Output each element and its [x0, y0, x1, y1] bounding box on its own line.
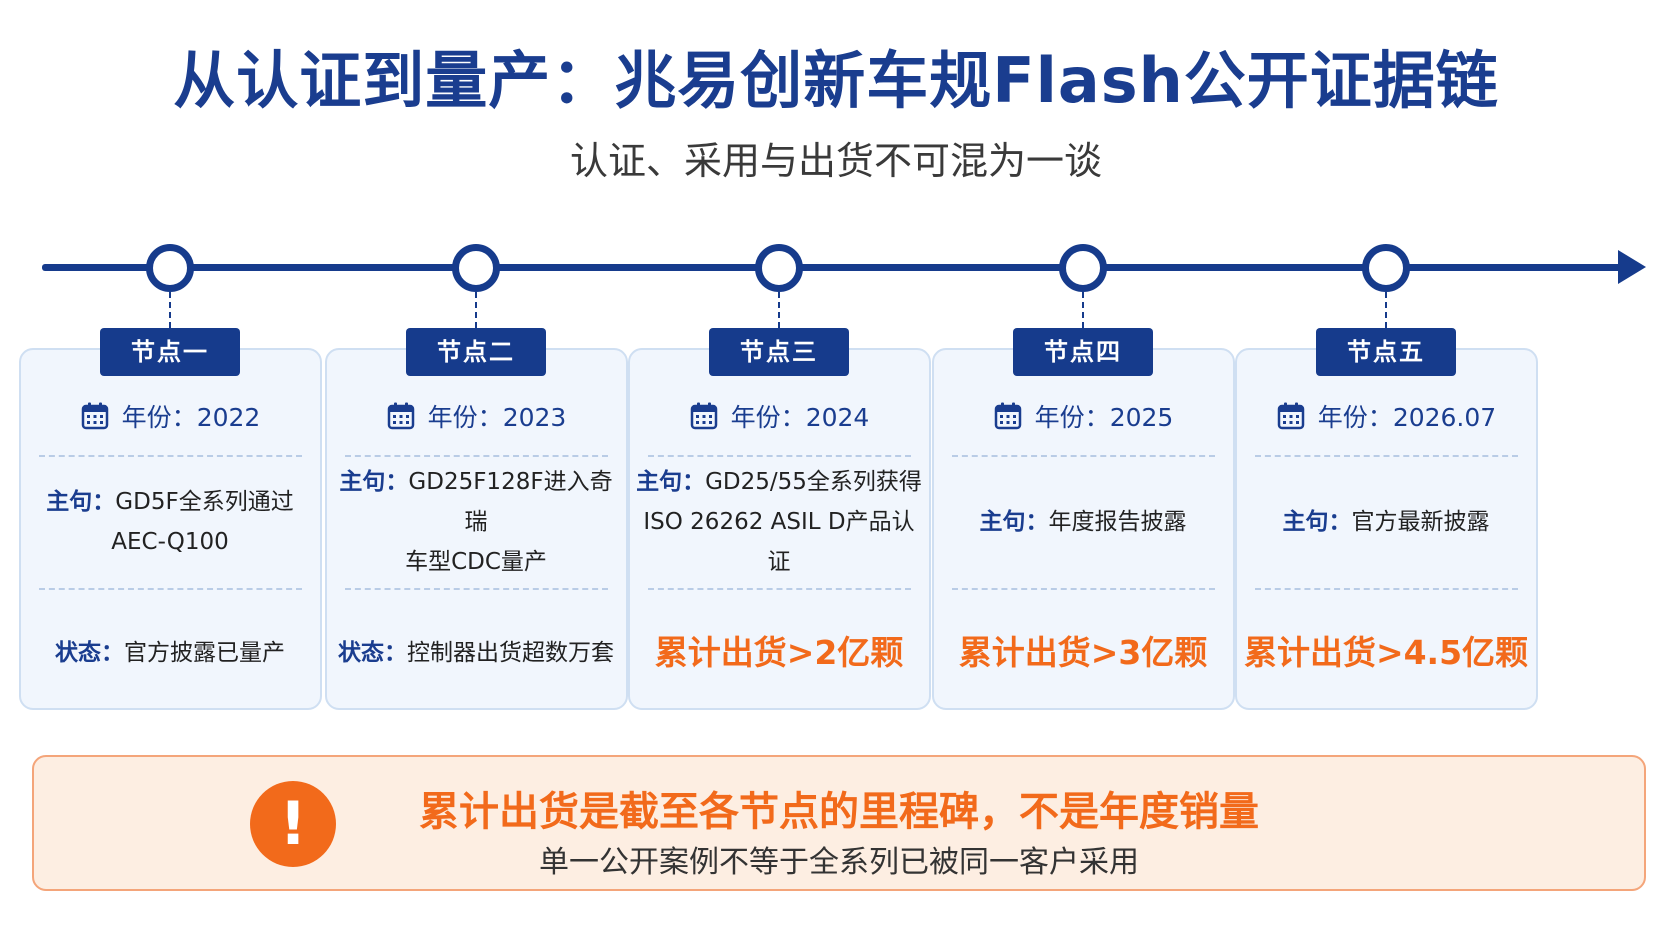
status-row: 累计出货>4.5亿颗 [1243, 594, 1530, 706]
year-label: 年份： [1317, 403, 1393, 432]
main-line1: GD5F全系列通过AEC-Q100 [111, 489, 294, 555]
year-value: 2025 [1109, 403, 1174, 432]
calendar-icon [386, 401, 416, 431]
main-statement: 主句：GD5F全系列通过AEC-Q100 [27, 462, 314, 582]
year-label: 年份： [427, 403, 503, 432]
calendar-icon [689, 401, 719, 431]
page-subtitle: 认证、采用与出货不可混为一谈 [569, 139, 1102, 183]
milestone-badge: 节点一 [100, 328, 240, 376]
year-row: 年份：2026.07 [1237, 398, 1536, 434]
timeline-node-icon [146, 244, 194, 292]
timeline-node-icon [452, 244, 500, 292]
timeline-arrow-icon [1618, 250, 1646, 284]
divider [647, 588, 911, 590]
year-label: 年份： [730, 403, 806, 432]
status-row: 累计出货>3亿颗 [940, 594, 1227, 706]
exclamation-icon: ! [250, 781, 336, 867]
main-line2: 车型CDC量产 [405, 549, 547, 575]
main-label: 主句： [339, 469, 409, 495]
calendar-icon [993, 401, 1023, 431]
main-label: 主句： [979, 509, 1049, 535]
timeline-connector [778, 292, 780, 328]
divider [38, 455, 302, 457]
divider [951, 588, 1215, 590]
timeline-connector [475, 292, 477, 328]
year-value: 2026.07 [1392, 403, 1497, 432]
status-value: 官方披露已量产 [124, 640, 285, 666]
warning-banner: ! 累计出货是截至各节点的里程碑，不是年度销量 单一公开案例不等于全系列已被同一… [32, 755, 1646, 891]
banner-main-text: 累计出货是截至各节点的里程碑，不是年度销量 [419, 789, 1259, 835]
timeline-node-icon [1362, 244, 1410, 292]
main-line1: GD25F128F进入奇瑞 [408, 469, 613, 535]
timeline-connector [1385, 292, 1387, 328]
milestone-card: 年份：2024 主句：GD25/55全系列获得 ISO 26262 ASIL D产品… [627, 348, 931, 710]
divider [647, 455, 911, 457]
divider [344, 588, 608, 590]
status-row: 状态：官方披露已量产 [27, 594, 314, 706]
year-row: 年份：2023 [327, 398, 626, 434]
milestone-card: 年份：2022 主句：GD5F全系列通过AEC-Q100 状态：官方披露已量产 [18, 348, 322, 710]
main-line1: GD25/55全系列获得 [705, 469, 922, 495]
status-value: 控制器出货超数万套 [407, 640, 614, 666]
shipment-highlight: 累计出货>4.5亿颗 [1243, 633, 1529, 672]
divider [344, 455, 608, 457]
divider [1254, 588, 1518, 590]
calendar-icon [80, 401, 110, 431]
milestone-badge: 节点二 [406, 328, 546, 376]
milestone-badge: 节点五 [1316, 328, 1456, 376]
main-line1: 年度报告披露 [1048, 509, 1187, 535]
shipment-highlight: 累计出货>2亿颗 [654, 633, 904, 672]
timeline-line [42, 264, 1622, 271]
timeline-node-icon [1059, 244, 1107, 292]
milestone-card: 年份：2026.07 主句：官方最新披露累计出货>4.5亿颗 [1234, 348, 1538, 710]
main-statement: 主句：官方最新披露 [1243, 462, 1530, 582]
timeline-connector [1082, 292, 1084, 328]
year-label: 年份： [121, 403, 197, 432]
banner-sub-text: 单一公开案例不等于全系列已被同一客户采用 [539, 845, 1139, 880]
divider [38, 588, 302, 590]
status-label: 状态： [55, 640, 124, 666]
divider [951, 455, 1215, 457]
divider [1254, 455, 1518, 457]
year-row: 年份：2022 [21, 398, 320, 434]
status-row: 累计出货>2亿颗 [636, 594, 923, 706]
calendar-icon [1276, 401, 1306, 431]
milestone-card: 年份：2025 主句：年度报告披露累计出货>3亿颗 [931, 348, 1235, 710]
timeline-connector [169, 292, 171, 328]
year-row: 年份：2025 [934, 398, 1233, 434]
year-value: 2024 [805, 403, 870, 432]
page-title: 从认证到量产：兆易创新车规Flash公开证据链 [173, 44, 1499, 117]
year-value: 2022 [196, 403, 261, 432]
main-statement: 主句：年度报告披露 [940, 462, 1227, 582]
status-row: 状态：控制器出货超数万套 [333, 594, 620, 706]
main-statement: 主句：GD25F128F进入奇瑞车型CDC量产 [333, 462, 620, 582]
main-statement: 主句：GD25/55全系列获得 ISO 26262 ASIL D产品认证 [636, 462, 923, 582]
shipment-highlight: 累计出货>3亿颗 [958, 633, 1208, 672]
year-label: 年份： [1034, 403, 1110, 432]
main-label: 主句： [1282, 509, 1352, 535]
year-value: 2023 [502, 403, 567, 432]
main-line1: 官方最新披露 [1351, 509, 1490, 535]
milestone-card: 年份：2023 主句：GD25F128F进入奇瑞车型CDC量产状态：控制器出货超数… [324, 348, 628, 710]
milestone-badge: 节点三 [709, 328, 849, 376]
year-row: 年份：2024 [630, 398, 929, 434]
main-line2: ISO 26262 ASIL D产品认证 [643, 509, 915, 575]
main-label: 主句： [636, 469, 706, 495]
main-label: 主句： [46, 489, 116, 515]
timeline-node-icon [755, 244, 803, 292]
status-label: 状态： [338, 640, 407, 666]
milestone-badge: 节点四 [1013, 328, 1153, 376]
